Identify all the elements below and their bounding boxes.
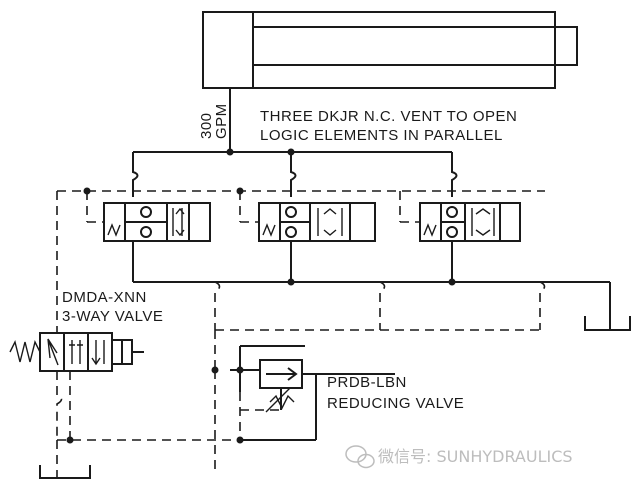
description-line-1: THREE DKJR N.C. VENT TO OPEN bbox=[260, 108, 517, 125]
hydraulic-cylinder bbox=[202, 11, 578, 89]
description-line-2: LOGIC ELEMENTS IN PARALLEL bbox=[260, 127, 503, 144]
logic-element-3 bbox=[419, 152, 521, 286]
three-way-valve bbox=[9, 330, 244, 479]
watermark: 微信号: SUNHYDRAULICS bbox=[345, 445, 573, 469]
three-way-valve-type-label: 3-WAY VALVE bbox=[62, 308, 163, 325]
reducing-valve bbox=[230, 345, 395, 441]
logic-element-1 bbox=[103, 152, 211, 282]
reducing-valve-model-label: PRDB-LBN bbox=[327, 374, 407, 391]
reducing-valve-type-label: REDUCING VALVE bbox=[327, 395, 464, 412]
logic-element-2 bbox=[258, 152, 376, 286]
flow-rate-value: 300 bbox=[198, 112, 215, 139]
flow-rate-label: 300 GPM bbox=[198, 103, 230, 139]
tank-return-line bbox=[133, 281, 631, 331]
pilot-lines bbox=[56, 187, 546, 470]
flow-rate-unit: GPM bbox=[213, 103, 230, 139]
three-way-valve-model-label: DMDA-XNN bbox=[62, 289, 147, 306]
main-pressure-line bbox=[133, 88, 452, 156]
wechat-icon bbox=[345, 445, 375, 469]
watermark-text: 微信号: SUNHYDRAULICS bbox=[378, 447, 573, 466]
